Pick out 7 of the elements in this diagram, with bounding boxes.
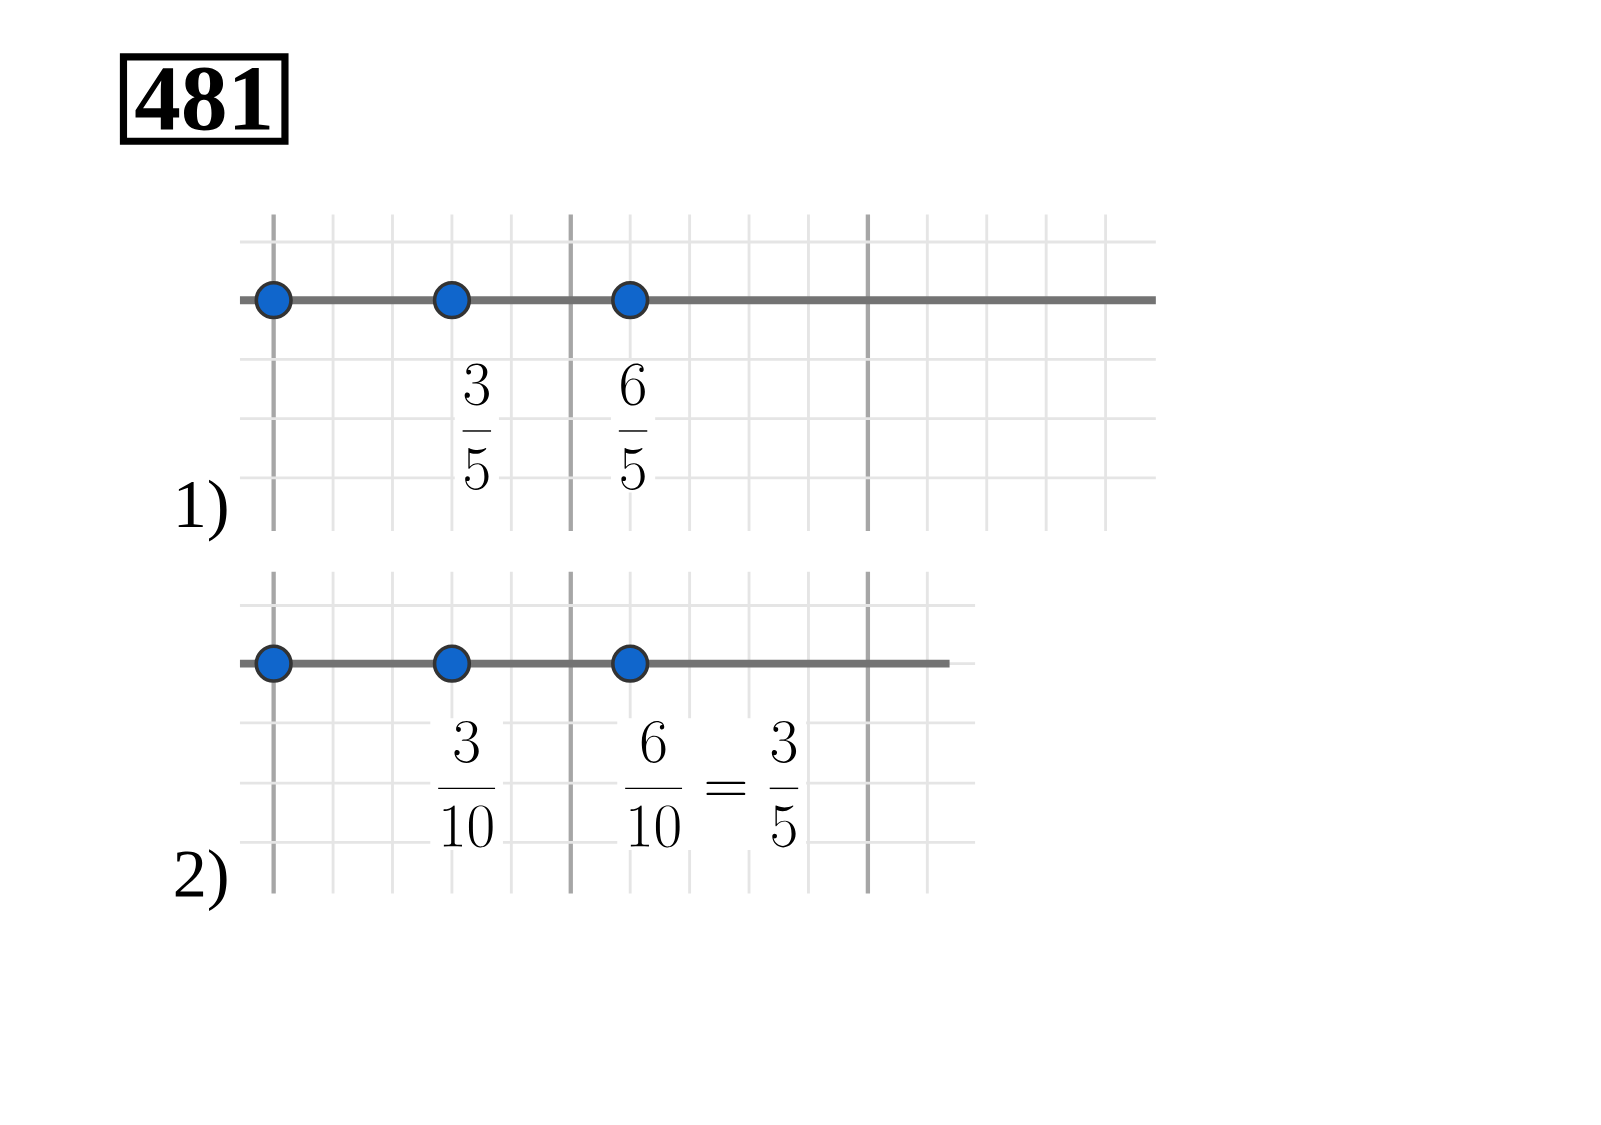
part-number: 1) xyxy=(169,475,234,545)
fraction: $\frac{6}{5}$ xyxy=(610,360,656,493)
fraction: $\frac{3}{5}$ xyxy=(454,360,499,493)
equation: $\frac{6}{10}=\frac{3}{5}$ xyxy=(617,718,807,850)
problem-number: 481 xyxy=(119,53,289,145)
part-number: 2) xyxy=(169,845,234,915)
fraction: $\frac{3}{10}$ xyxy=(430,718,503,850)
